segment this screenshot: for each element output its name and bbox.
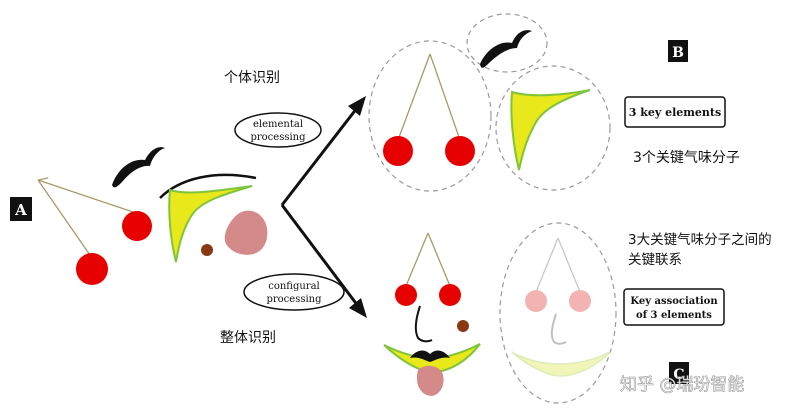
faded-mouth [511,351,611,377]
arrow-lower-head [349,298,367,318]
key-association-cn-line1: 3大关键气味分子之间的 [628,232,772,248]
individual-recognition-label: 个体识别 [224,70,280,86]
cherry-stem [37,177,134,259]
moustache-shape-b [480,30,532,68]
key-association-line2: of 3 elements [636,310,712,321]
key-elements-cn: 3个关键气味分子 [633,150,740,166]
panel-c-label: C [673,367,684,383]
faded-nose [550,313,567,345]
configural-label-line1: configural [268,281,320,292]
holistic-recognition-label: 整体识别 [220,330,276,346]
panel-a-badge [10,197,32,221]
cherry-stem-b [397,53,461,141]
face-brown-dot [457,320,469,332]
branch-arrows [280,96,367,318]
moustache-shape [112,147,165,188]
boomerang-shape-b [510,89,591,171]
boomerang-circle [495,65,611,191]
configural-processing-bubble: configural processing [243,273,345,311]
arrow-lower-line [280,204,360,307]
faded-eye-left [525,290,547,312]
face-nose [414,305,433,343]
elemental-label-line2: processing [250,132,306,143]
arrow-upper-line [280,107,359,206]
configural-label-line2: processing [266,294,322,305]
faded-eye-right [569,290,591,312]
panel-a-elements: A [10,147,268,285]
watermark: 知乎 @瑞玢智能 [620,375,744,395]
elemental-processing-bubble: elemental processing [234,112,322,148]
cherry-circle [368,40,492,192]
key-association-cn-line2: 关键联系 [628,252,682,268]
cherry-left [76,253,108,285]
face-moustache [410,350,450,362]
elemental-label-line1: elemental [253,119,303,130]
face-eye-left [395,284,417,306]
key-association-box [623,288,725,326]
panel-b-elements: B 3 key elements 3个关键气味分子 [368,13,740,192]
tongue-shape [224,210,268,255]
key-elements-box [624,96,726,128]
association-circle [499,222,617,404]
cherry-right [122,211,152,241]
arrow-upper-head [348,96,366,116]
panel-c-badge [669,362,689,384]
brown-dot [201,244,213,256]
face-stem [405,232,451,287]
key-elements-label: 3 key elements [629,106,721,119]
face-eye-right [439,284,461,306]
panel-c-elements: Key association of 3 elements 3大关键气味分子之间… [383,222,772,404]
cherry-right-b [445,136,475,166]
curve-line [159,173,257,199]
panel-a-label: A [14,201,27,219]
face-tongue [416,365,444,396]
panel-b-badge [668,40,688,62]
panel-b-label: B [672,45,684,61]
boomerang-shape [168,185,253,263]
cherry-left-b [383,136,413,166]
key-association-line1: Key association [630,296,718,307]
moustache-circle [466,13,548,73]
faded-stem [535,237,581,293]
